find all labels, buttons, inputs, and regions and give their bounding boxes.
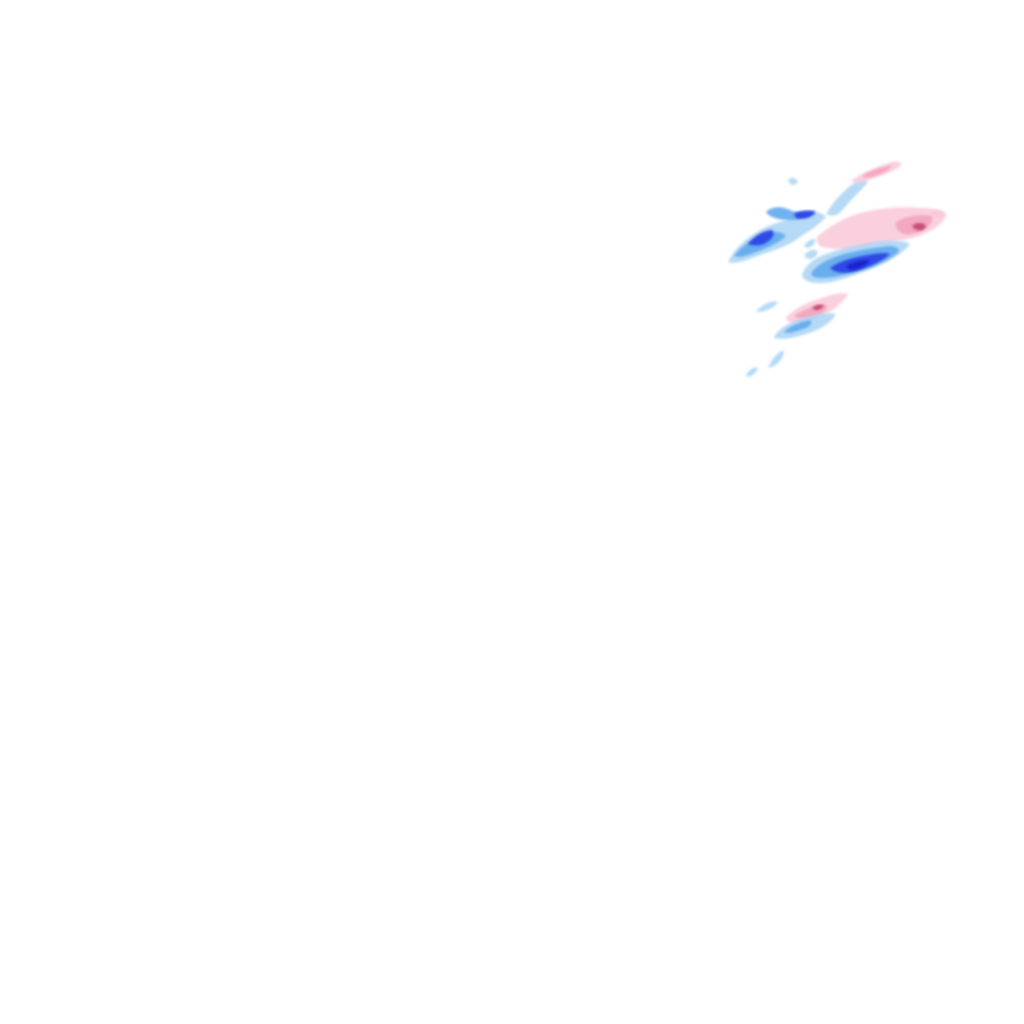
echo-cell-east-band	[816, 207, 946, 250]
echo-rain-medium	[784, 320, 812, 333]
echo-mixed-heavy	[912, 223, 926, 231]
echo-cell-central-core	[802, 240, 910, 284]
echo-rain-light	[826, 179, 868, 216]
echo-cell-south-rain	[756, 301, 836, 339]
echo-rain-light	[804, 249, 818, 259]
echo-cell-tail-fragments	[746, 239, 816, 377]
echo-rain-light	[756, 301, 778, 312]
echo-rain-light	[804, 239, 816, 248]
echo-mixed-light	[930, 209, 946, 217]
echo-rain-light	[746, 367, 758, 377]
echo-rain-light	[768, 350, 784, 368]
echo-rain-very-heavy	[846, 260, 870, 270]
echo-rain-heavy	[748, 230, 774, 246]
echo-rain-light	[788, 177, 798, 185]
echo-cell-north-streak	[826, 161, 901, 216]
echo-mixed-heavy	[812, 304, 824, 311]
echo-rain-heavy	[794, 210, 816, 219]
echo-mixed-medium	[862, 166, 892, 178]
echo-cell-west-band	[728, 177, 826, 263]
